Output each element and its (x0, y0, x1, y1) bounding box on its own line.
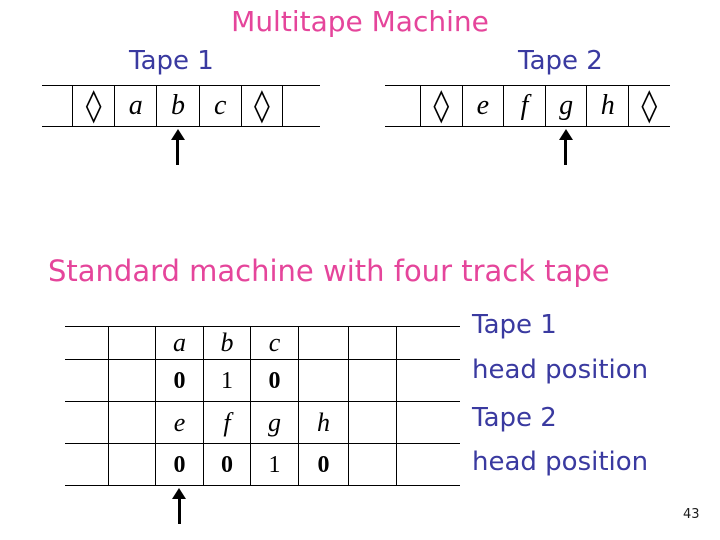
track-bit: 0 (221, 451, 233, 478)
table-cell: 1 (250, 444, 298, 485)
track-bit: 0 (173, 451, 186, 478)
tape2-head-arrow (558, 129, 573, 165)
tape-symbol: f (520, 90, 529, 122)
arrow-stem (564, 140, 568, 165)
tape-cell: g (544, 86, 587, 126)
table-cell: f (203, 402, 250, 443)
table-cell: g (250, 402, 298, 443)
table-cell (108, 360, 155, 401)
tape-cell-blank: ◊ (420, 86, 462, 126)
table-cell (298, 360, 348, 401)
table-row: 0 0 1 0 (65, 443, 460, 485)
blank-diamond-symbol: ◊ (641, 86, 658, 125)
table-head-arrow (172, 488, 186, 524)
arrow-stem (176, 140, 179, 165)
table-row: 0 1 0 (65, 359, 460, 401)
table-cell (108, 327, 155, 359)
table-cell (348, 444, 397, 485)
tape-cell-blank: ◊ (72, 86, 114, 126)
tape-symbol: b (170, 90, 185, 122)
table-row: e f g h (65, 401, 460, 443)
tape-symbol: e (476, 90, 490, 122)
tape-symbol: c (268, 328, 281, 358)
tape-cell: e (461, 86, 504, 126)
table-cell (108, 402, 155, 443)
table-cell: 0 (155, 360, 203, 401)
table-cell (348, 402, 397, 443)
row-label-head-position-1: head position (472, 355, 649, 385)
table-cell: 0 (155, 444, 203, 485)
table-cell: b (203, 327, 250, 359)
table-cell (348, 327, 397, 359)
tape-symbol: h (600, 90, 615, 122)
row-label-head-position-2: head position (472, 447, 649, 477)
table-cell: 0 (203, 444, 250, 485)
table-cell: 1 (203, 360, 250, 401)
tape-symbol: c (213, 90, 227, 122)
arrow-head (172, 488, 186, 499)
table-cell: a (155, 327, 203, 359)
table-cell (348, 360, 397, 401)
tape-symbol: a (128, 90, 143, 122)
table-lead-space (65, 444, 108, 485)
tape-cell: b (156, 86, 198, 126)
table-lead-space (65, 360, 108, 401)
slide-title: Multitape Machine (231, 5, 489, 38)
tape-cell: h (586, 86, 628, 126)
arrow-head (170, 129, 185, 140)
tape1-label: Tape 1 (129, 46, 214, 76)
row-label-tape2: Tape 2 (472, 403, 557, 433)
blank-diamond-symbol: ◊ (85, 86, 102, 125)
table-row: a b c (65, 326, 460, 359)
tape-symbol: h (317, 407, 330, 437)
tape-cell: f (503, 86, 545, 126)
track-bit: 0 (173, 367, 186, 394)
tape2-label: Tape 2 (518, 46, 603, 76)
table-tail-space (397, 327, 460, 359)
table-tail-space (397, 402, 460, 443)
table-cell (298, 327, 348, 359)
page-number: 43 (683, 507, 700, 522)
table-lead-space (65, 402, 108, 443)
tape-cell-blank: ◊ (628, 86, 670, 126)
table-cell: h (298, 402, 348, 443)
tape-cell-blank: ◊ (240, 86, 283, 126)
track-bit: 1 (221, 367, 233, 394)
arrow-head (558, 129, 573, 140)
table-cell: e (155, 402, 203, 443)
tape-cell: c (198, 86, 241, 126)
section-heading: Standard machine with four track tape (48, 254, 610, 288)
table-cell (108, 444, 155, 485)
table-tail-space (397, 360, 460, 401)
tape-symbol: f (223, 407, 231, 437)
tape-symbol: g (268, 407, 281, 437)
track-bit: 0 (317, 451, 330, 478)
table-cell: 0 (250, 360, 298, 401)
tape-symbol: a (173, 328, 186, 358)
blank-diamond-symbol: ◊ (253, 86, 270, 125)
table-cell: 0 (298, 444, 348, 485)
row-label-tape1: Tape 1 (472, 310, 557, 340)
table-tail-space (397, 444, 460, 485)
tape-symbol: g (559, 90, 574, 122)
blank-diamond-symbol: ◊ (433, 86, 450, 125)
tape-symbol: b (220, 328, 234, 358)
table-cell: c (250, 327, 298, 359)
track-bit: 0 (268, 367, 281, 394)
tape-cell: a (114, 86, 156, 126)
tape-symbol: e (173, 407, 186, 437)
arrow-stem (177, 499, 181, 524)
track-bit: 1 (268, 451, 281, 478)
tape1-head-arrow (170, 129, 185, 165)
four-track-table: a b c 0 1 0 e f g h 0 0 1 0 (65, 326, 460, 486)
table-lead-space (65, 327, 108, 359)
